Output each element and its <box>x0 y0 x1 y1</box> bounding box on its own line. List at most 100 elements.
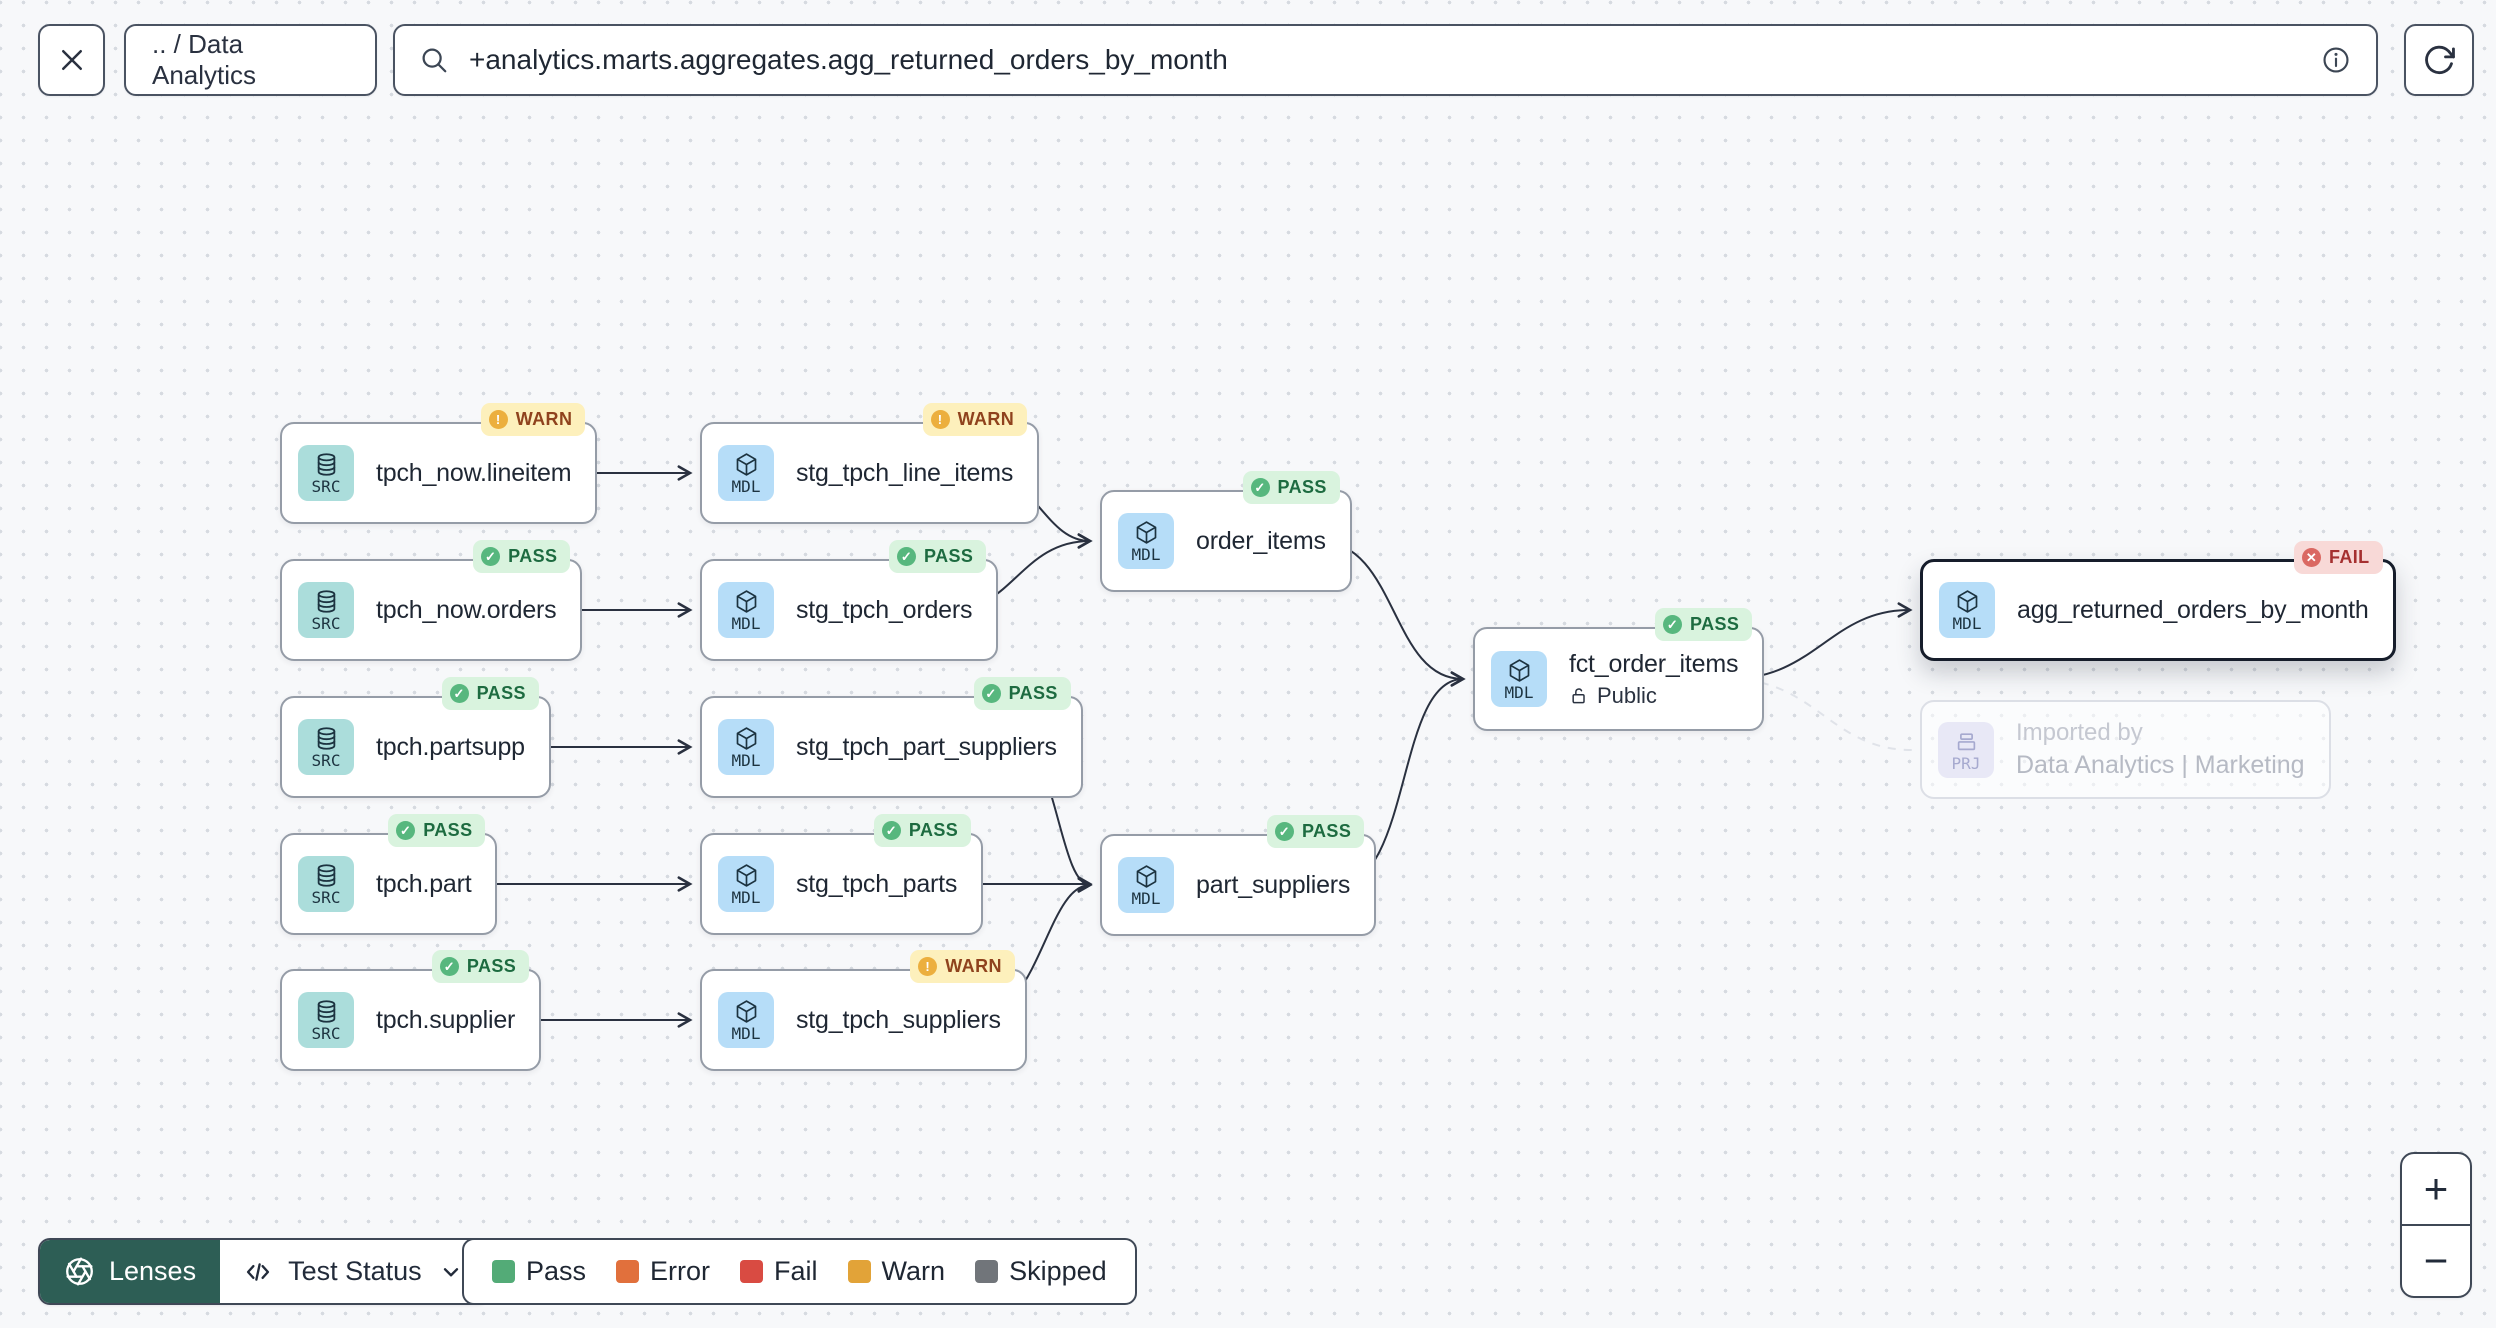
test-status-legend: Pass Error Fail Warn Skipped <box>462 1238 1137 1305</box>
search-icon <box>419 45 449 75</box>
status-badge: ✓PASS <box>873 814 972 847</box>
check-icon: ✓ <box>897 547 916 566</box>
plus-icon: + <box>2423 1165 2449 1212</box>
info-icon[interactable] <box>2320 44 2352 76</box>
legend-item-skipped: Skipped <box>975 1256 1107 1287</box>
node-agg_returned_orders_by_month[interactable]: ✕FAIL MDL agg_returned_orders_by_month <box>1920 541 2396 661</box>
node-label: tpch.part <box>376 869 472 898</box>
node-label: stg_tpch_part_suppliers <box>796 732 1057 761</box>
model-cube-icon: MDL <box>718 445 774 501</box>
source-icon: SRC <box>298 582 354 638</box>
node-label: stg_tpch_orders <box>796 595 973 624</box>
legend-item-warn: Warn <box>847 1256 945 1287</box>
node-label: agg_returned_orders_by_month <box>2017 595 2369 624</box>
refresh-icon <box>2422 43 2456 77</box>
node-tpch-partsupp[interactable]: ✓PASS SRC tpch.partsupp <box>280 677 551 798</box>
status-badge: ✕FAIL <box>2293 541 2383 574</box>
model-cube-icon: MDL <box>1118 513 1174 569</box>
node-label: stg_tpch_line_items <box>796 458 1014 487</box>
status-badge: !WARN <box>922 403 1028 436</box>
status-badge: !WARN <box>480 403 586 436</box>
search-bar[interactable] <box>393 24 2378 96</box>
warn-swatch <box>847 1260 871 1283</box>
warn-icon: ! <box>488 410 508 429</box>
node-imported-by-project[interactable]: PRJ Imported by Data Analytics | Marketi… <box>1920 700 2331 799</box>
model-cube-icon: MDL <box>718 719 774 775</box>
imported-project-name: Data Analytics | Marketing <box>2016 751 2305 779</box>
status-badge: ✓PASS <box>441 677 539 710</box>
lens-control: Lenses Test Status <box>38 1238 490 1305</box>
search-input[interactable] <box>467 43 2302 77</box>
status-badge: ✓PASS <box>973 677 1071 710</box>
check-icon: ✓ <box>881 821 901 840</box>
imported-by-label: Imported by <box>2016 719 2143 746</box>
node-stg_tpch_orders[interactable]: ✓PASS MDL stg_tpch_orders <box>700 540 999 661</box>
node-label: fct_order_items <box>1569 649 1739 678</box>
status-badge: ✓PASS <box>431 950 530 983</box>
node-label: tpch.supplier <box>376 1005 516 1034</box>
status-badge: ✓PASS <box>1242 471 1340 504</box>
warn-icon: ! <box>918 957 938 976</box>
node-stg_tpch_parts[interactable]: ✓PASS MDL stg_tpch_parts <box>700 814 984 935</box>
close-button[interactable] <box>38 24 105 96</box>
pass-swatch <box>492 1260 515 1283</box>
status-badge: ✓PASS <box>1266 815 1365 848</box>
check-icon: ✓ <box>439 957 459 976</box>
check-icon: ✓ <box>981 684 1001 703</box>
node-tpch-supplier[interactable]: ✓PASS SRC tpch.supplier <box>280 950 542 1071</box>
lenses-label: Lenses <box>109 1256 197 1286</box>
node-tpch_now-orders[interactable]: ✓PASS SRC tpch_now.orders <box>280 540 583 661</box>
node-stg_tpch_line_items[interactable]: !WARN MDL stg_tpch_line_items <box>700 403 1040 524</box>
node-stg_tpch_part_suppliers[interactable]: ✓PASS MDL stg_tpch_part_suppliers <box>700 677 1083 798</box>
node-order_items[interactable]: ✓PASS MDL order_items <box>1100 471 1352 592</box>
node-label: order_items <box>1196 526 1326 555</box>
check-icon: ✓ <box>1274 822 1294 841</box>
status-badge: ✓PASS <box>388 814 486 847</box>
source-icon: SRC <box>298 719 354 775</box>
model-cube-icon: MDL <box>718 992 774 1048</box>
zoom-in-button[interactable]: + <box>2402 1154 2470 1224</box>
refresh-button[interactable] <box>2404 24 2474 96</box>
node-part_suppliers[interactable]: ✓PASS MDL part_suppliers <box>1100 815 1377 936</box>
code-icon <box>244 1258 272 1286</box>
project-icon: PRJ <box>1938 721 1994 778</box>
source-icon: SRC <box>298 992 354 1048</box>
check-icon: ✓ <box>396 821 416 840</box>
lenses-button[interactable]: Lenses <box>40 1240 221 1303</box>
zoom-controls: + − <box>2400 1152 2472 1298</box>
node-label: tpch_now.lineitem <box>376 458 572 487</box>
fail-icon: ✕ <box>2301 548 2321 567</box>
source-icon: SRC <box>298 856 354 912</box>
source-icon: SRC <box>298 445 354 501</box>
check-icon: ✓ <box>481 547 501 566</box>
status-badge: ✓PASS <box>473 540 571 573</box>
node-label: tpch.partsupp <box>376 732 525 761</box>
chevron-down-icon <box>438 1259 464 1285</box>
node-label: stg_tpch_suppliers <box>796 1005 1001 1034</box>
zoom-out-button[interactable]: − <box>2402 1224 2470 1296</box>
fail-swatch <box>740 1260 764 1283</box>
minus-icon: − <box>2423 1237 2449 1284</box>
breadcrumb-label: .. / Data Analytics <box>152 29 257 90</box>
breadcrumb[interactable]: .. / Data Analytics <box>124 24 377 96</box>
node-tpch_now-lineitem[interactable]: !WARN SRC tpch_now.lineitem <box>280 403 598 524</box>
node-label: tpch_now.orders <box>376 595 557 624</box>
error-swatch <box>616 1260 640 1283</box>
node-fct_order_items[interactable]: ✓PASS MDL fct_order_items Public <box>1473 608 1765 731</box>
lock-open-icon <box>1569 686 1589 706</box>
legend-item-fail: Fail <box>740 1256 818 1287</box>
legend-item-pass: Pass <box>492 1256 586 1287</box>
model-cube-icon: MDL <box>1118 857 1174 913</box>
model-cube-icon: MDL <box>1491 651 1547 707</box>
node-stg_tpch_suppliers[interactable]: !WARN MDL stg_tpch_suppliers <box>700 950 1027 1071</box>
status-badge: ✓PASS <box>1655 608 1753 641</box>
check-icon: ✓ <box>1250 478 1270 497</box>
aperture-icon <box>64 1256 95 1287</box>
access-label: Public <box>1569 683 1738 709</box>
status-badge: ✓PASS <box>889 540 987 573</box>
node-tpch-part[interactable]: ✓PASS SRC tpch.part <box>280 814 498 935</box>
lens-selector-dropdown[interactable]: Test Status <box>220 1240 488 1303</box>
active-lens-label: Test Status <box>288 1256 422 1286</box>
close-icon <box>57 45 87 75</box>
